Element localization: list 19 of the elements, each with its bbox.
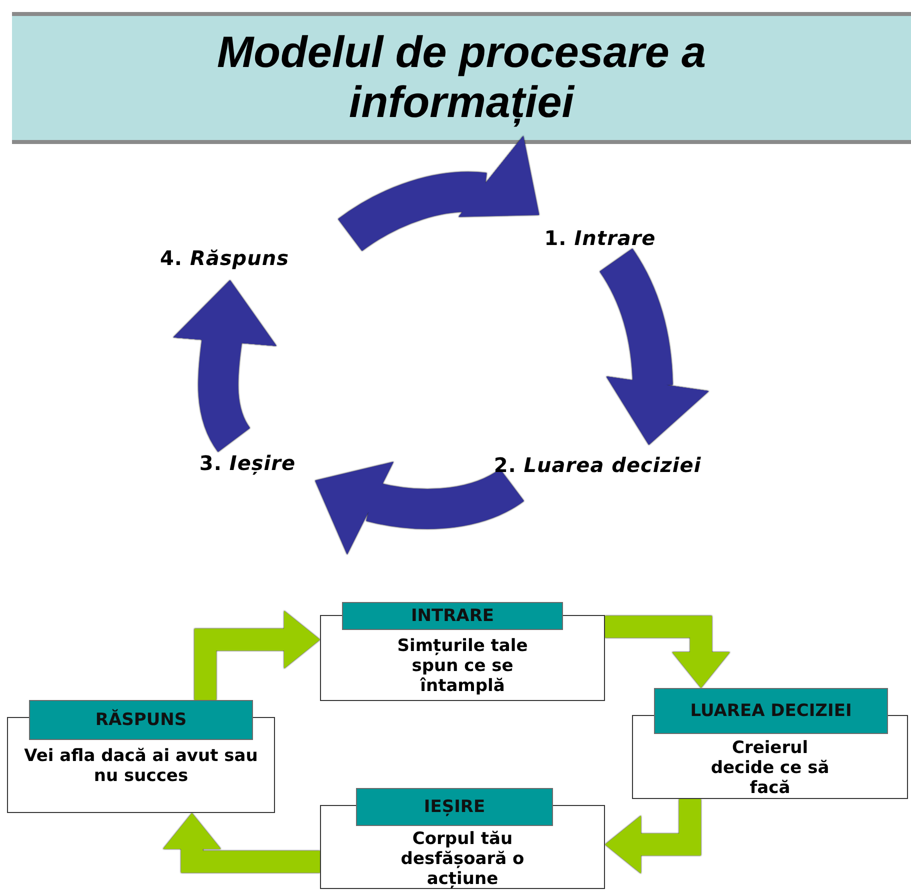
card-text: Vei afla dacă ai avut sau nu succes: [24, 746, 258, 786]
block-arrow: [605, 616, 730, 688]
step-label: 1. Intrare: [544, 226, 656, 250]
step-label: 2. Luarea deciziei: [494, 453, 702, 477]
step-label: 4. Răspuns: [160, 246, 289, 270]
card-text: Simțurile tale spun ce se întamplă: [396, 636, 529, 696]
heading-band: INTRARE: [342, 602, 563, 630]
block-arrow: [599, 249, 708, 448]
card-text: Creierul decide ce să facă: [710, 738, 830, 798]
block-arrow: [172, 278, 276, 451]
block-arrow: [162, 813, 320, 873]
heading-band: IEȘIRE: [356, 788, 553, 826]
block-arrow: [605, 799, 701, 874]
title: Modelul de procesare a informației: [216, 28, 708, 128]
block-arrow: [194, 610, 320, 700]
heading-band: LUAREA DECIZIEI: [654, 688, 888, 734]
step-label: 3. Ieșire: [199, 450, 296, 474]
card-text: Corpul tău desfășoară o acțiune: [400, 829, 526, 889]
heading-band: RĂSPUNS: [29, 700, 253, 740]
